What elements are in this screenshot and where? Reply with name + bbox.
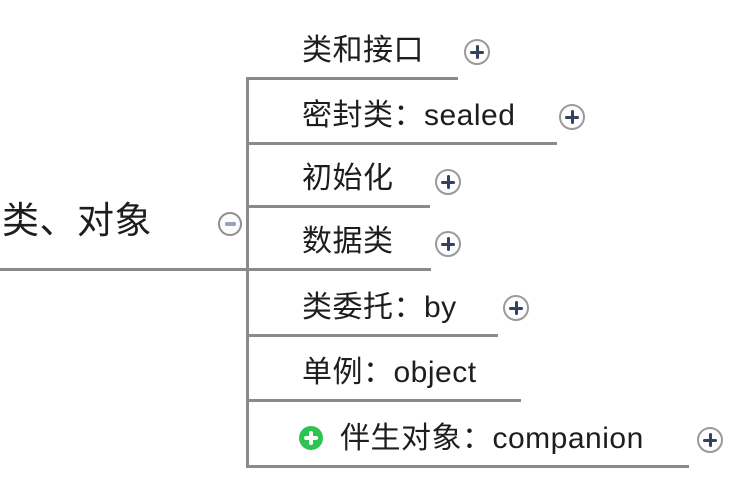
minus-bar <box>224 222 236 226</box>
topic-initialization[interactable]: 初始化 <box>302 162 394 195</box>
branch-line-initialization <box>246 205 430 208</box>
expand-plus-icon-initialization[interactable] <box>435 169 461 195</box>
collapse-minus-icon[interactable] <box>218 212 242 236</box>
connector-trunk-line <box>246 76 249 468</box>
expand-plus-icon-class-delegation[interactable] <box>503 295 529 321</box>
expand-plus-icon-sealed-class[interactable] <box>559 104 585 130</box>
branch-line-sealed-class <box>246 142 557 145</box>
topic-classes-and-interfaces[interactable]: 类和接口 <box>302 34 424 67</box>
branch-line-class-delegation <box>246 334 498 337</box>
green-plus-marker-icon[interactable] <box>299 426 323 450</box>
branch-line-data-class <box>246 268 431 271</box>
root-connector-line <box>0 268 248 271</box>
topic-data-class[interactable]: 数据类 <box>302 225 394 258</box>
expand-plus-icon-companion-object[interactable] <box>697 427 723 453</box>
branch-line-classes-interfaces <box>246 77 458 80</box>
branch-line-companion-object <box>246 465 689 468</box>
topic-singleton-object[interactable]: 单例：object <box>302 356 477 389</box>
topic-companion-object[interactable]: 伴生对象：companion <box>340 422 644 455</box>
plus-bar-v <box>309 431 313 445</box>
branch-line-singleton <box>246 399 521 402</box>
root-topic-class-object[interactable]: 类、对象 <box>2 200 152 241</box>
expand-plus-icon-classes-interfaces[interactable] <box>464 39 490 65</box>
topic-sealed-class[interactable]: 密封类：sealed <box>302 99 516 132</box>
topic-class-delegation[interactable]: 类委托：by <box>302 291 457 324</box>
expand-plus-icon-data-class[interactable] <box>435 231 461 257</box>
